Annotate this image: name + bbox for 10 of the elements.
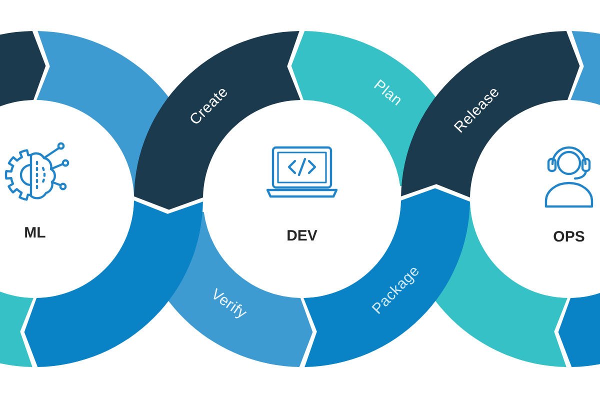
curved-arrow-segment: [558, 293, 600, 367]
curved-arrow-segment: [0, 291, 34, 367]
curved-arrow-segment: [401, 31, 580, 198]
curved-arrow-segment: [0, 31, 46, 107]
curved-arrow-segment: [24, 200, 203, 367]
hub-label: ML: [24, 224, 46, 242]
hub-label: DEV: [286, 228, 318, 244]
curved-arrow-segment: [134, 31, 301, 210]
hub-label: OPS: [553, 228, 585, 246]
curved-arrow-segment: [570, 31, 600, 105]
